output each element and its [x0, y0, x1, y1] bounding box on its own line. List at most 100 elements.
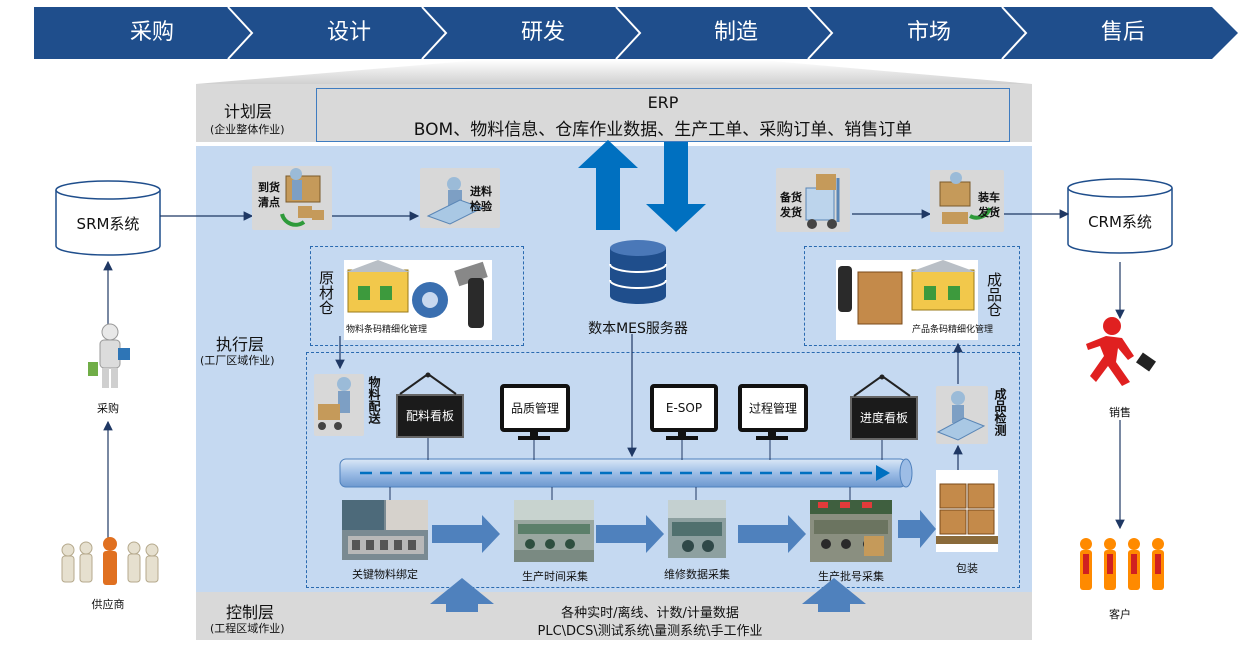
inspector-icon — [936, 391, 986, 441]
raw-warehouse-zone — [310, 246, 524, 346]
product-warehouse-image: 产品条码精细化管理 — [836, 260, 993, 340]
inspection-icon — [426, 177, 484, 225]
material-delivery-tile — [314, 374, 364, 436]
control-layer — [196, 592, 1032, 640]
control-line-2: PLC\DCS\测试系统\量测系统\手工作业 — [537, 624, 763, 639]
warehouse-scanner-icon — [346, 260, 488, 328]
control-layer-subtitle: (工程区域作业) — [210, 622, 285, 635]
crm-label: CRM系统 — [1088, 213, 1152, 231]
boxes-warehouse-icon — [838, 260, 976, 325]
chevron-1 — [34, 7, 252, 59]
exec-layer-subtitle: (工厂区域作业) — [200, 354, 275, 367]
upload-arrow — [578, 140, 638, 230]
chevron-4 — [616, 7, 832, 59]
workshop-photo — [514, 500, 594, 562]
process-chain — [34, 6, 1238, 60]
parts-photo — [342, 500, 428, 554]
material-kanban-hanger — [399, 372, 457, 395]
product-inspect-tile — [936, 386, 988, 444]
receive-count-tile — [252, 166, 332, 230]
load-label: 装车 发货 — [978, 191, 1000, 219]
database-icon — [609, 240, 667, 304]
station-time-photo — [514, 500, 594, 562]
customer-label: 客户 — [1109, 608, 1131, 621]
process-label: 过程管理 — [748, 401, 797, 416]
quality-monitor: 品质管理 — [500, 384, 570, 432]
plan-layer-title: 计划层 — [224, 102, 273, 121]
srm-cylinder — [55, 180, 161, 256]
inspect-label: 进料 检验 — [470, 185, 492, 213]
sales-runner-icon — [1086, 317, 1156, 386]
chain-step-2: 设计 — [326, 20, 371, 45]
esop-monitor-stand — [666, 430, 698, 440]
chain-step-1: 采购 — [129, 20, 174, 45]
buyer-icon — [88, 323, 130, 388]
process-monitor-stand — [756, 430, 788, 440]
prepare-label: 备货 发货 — [780, 191, 802, 219]
product-inspect-label: 成品检测 — [993, 388, 1007, 436]
download-arrow — [646, 142, 706, 232]
packaging-image — [936, 470, 998, 552]
load-ship-tile — [930, 170, 1004, 232]
forklift-icon — [805, 174, 840, 229]
buyer-label: 采购 — [97, 402, 119, 415]
chain-step-4: 制造 — [713, 20, 758, 45]
product-warehouse-zone — [804, 246, 1020, 346]
esop-monitor: E-SOP — [650, 384, 718, 432]
station-4-label: 生产批号采集 — [818, 570, 884, 583]
erp-box — [316, 88, 1010, 142]
exec-layer-title: 执行层 — [216, 335, 265, 354]
production-zone — [306, 352, 1020, 588]
control-layer-title: 控制层 — [226, 603, 275, 622]
truck-loading-icon — [939, 172, 992, 224]
progress-kanban-hanger — [853, 374, 911, 397]
material-delivery-label: 物料配送 — [367, 376, 381, 424]
prepare-ship-tile — [776, 168, 850, 232]
sales-label: 销售 — [1109, 406, 1131, 419]
station-1-label: 关键物料绑定 — [352, 568, 418, 581]
quality-label: 品质管理 — [510, 401, 559, 416]
raw-warehouse-image: 物料条码精细化管理 — [344, 260, 492, 340]
plan-layer — [196, 84, 1032, 142]
esop-label: E-SOP — [665, 401, 703, 415]
chevron-6 — [1002, 7, 1238, 59]
product-warehouse-caption: 产品条码精细化管理 — [912, 325, 994, 335]
packaging-label: 包装 — [956, 562, 978, 575]
progress-kanban: 进度看板 — [850, 396, 918, 440]
chevron-5 — [808, 7, 1026, 59]
raw-warehouse-caption: 物料条码精细化管理 — [346, 325, 428, 335]
material-kanban-label: 配料看板 — [405, 409, 454, 423]
chain-step-6: 售后 — [1100, 20, 1145, 45]
cart-worker-icon — [318, 377, 351, 430]
repair-photo — [668, 500, 726, 552]
chain-step-5: 市场 — [906, 20, 951, 45]
progress-kanban-label: 进度看板 — [859, 411, 908, 425]
data-bus — [339, 458, 913, 488]
supplier-label: 供应商 — [91, 598, 125, 611]
line-photo — [810, 500, 892, 556]
chain-step-3: 研发 — [520, 20, 565, 45]
product-warehouse-label: 成品仓 — [985, 272, 1003, 317]
erp-desc: BOM、物料信息、仓库作业数据、生产工单、采购订单、销售订单 — [413, 120, 913, 140]
boxes-icon — [936, 483, 998, 544]
material-kanban: 配料看板 — [396, 394, 464, 438]
receive-icon — [280, 168, 324, 227]
receive-label: 到货 清点 — [258, 181, 280, 209]
srm-label: SRM系统 — [76, 215, 140, 233]
raw-warehouse-label: 原材仓 — [317, 270, 335, 315]
station-binding-photo — [342, 500, 428, 560]
control-line-1: 各种实时/离线、计数/计量数据 — [561, 606, 739, 621]
chevron-2 — [228, 7, 446, 59]
station-2-label: 生产时间采集 — [522, 570, 588, 583]
process-monitor: 过程管理 — [738, 384, 808, 432]
erp-title: ERP — [647, 93, 679, 112]
station-repair-photo — [668, 500, 726, 558]
quality-monitor-stand — [518, 430, 550, 440]
funnel-shade — [196, 60, 1032, 84]
mes-label: 数本MES服务器 — [588, 321, 688, 337]
station-batch-photo — [810, 500, 892, 562]
chevron-3 — [422, 7, 640, 59]
plan-layer-subtitle: (企业整体作业) — [210, 123, 285, 136]
crm-cylinder — [1067, 178, 1173, 254]
